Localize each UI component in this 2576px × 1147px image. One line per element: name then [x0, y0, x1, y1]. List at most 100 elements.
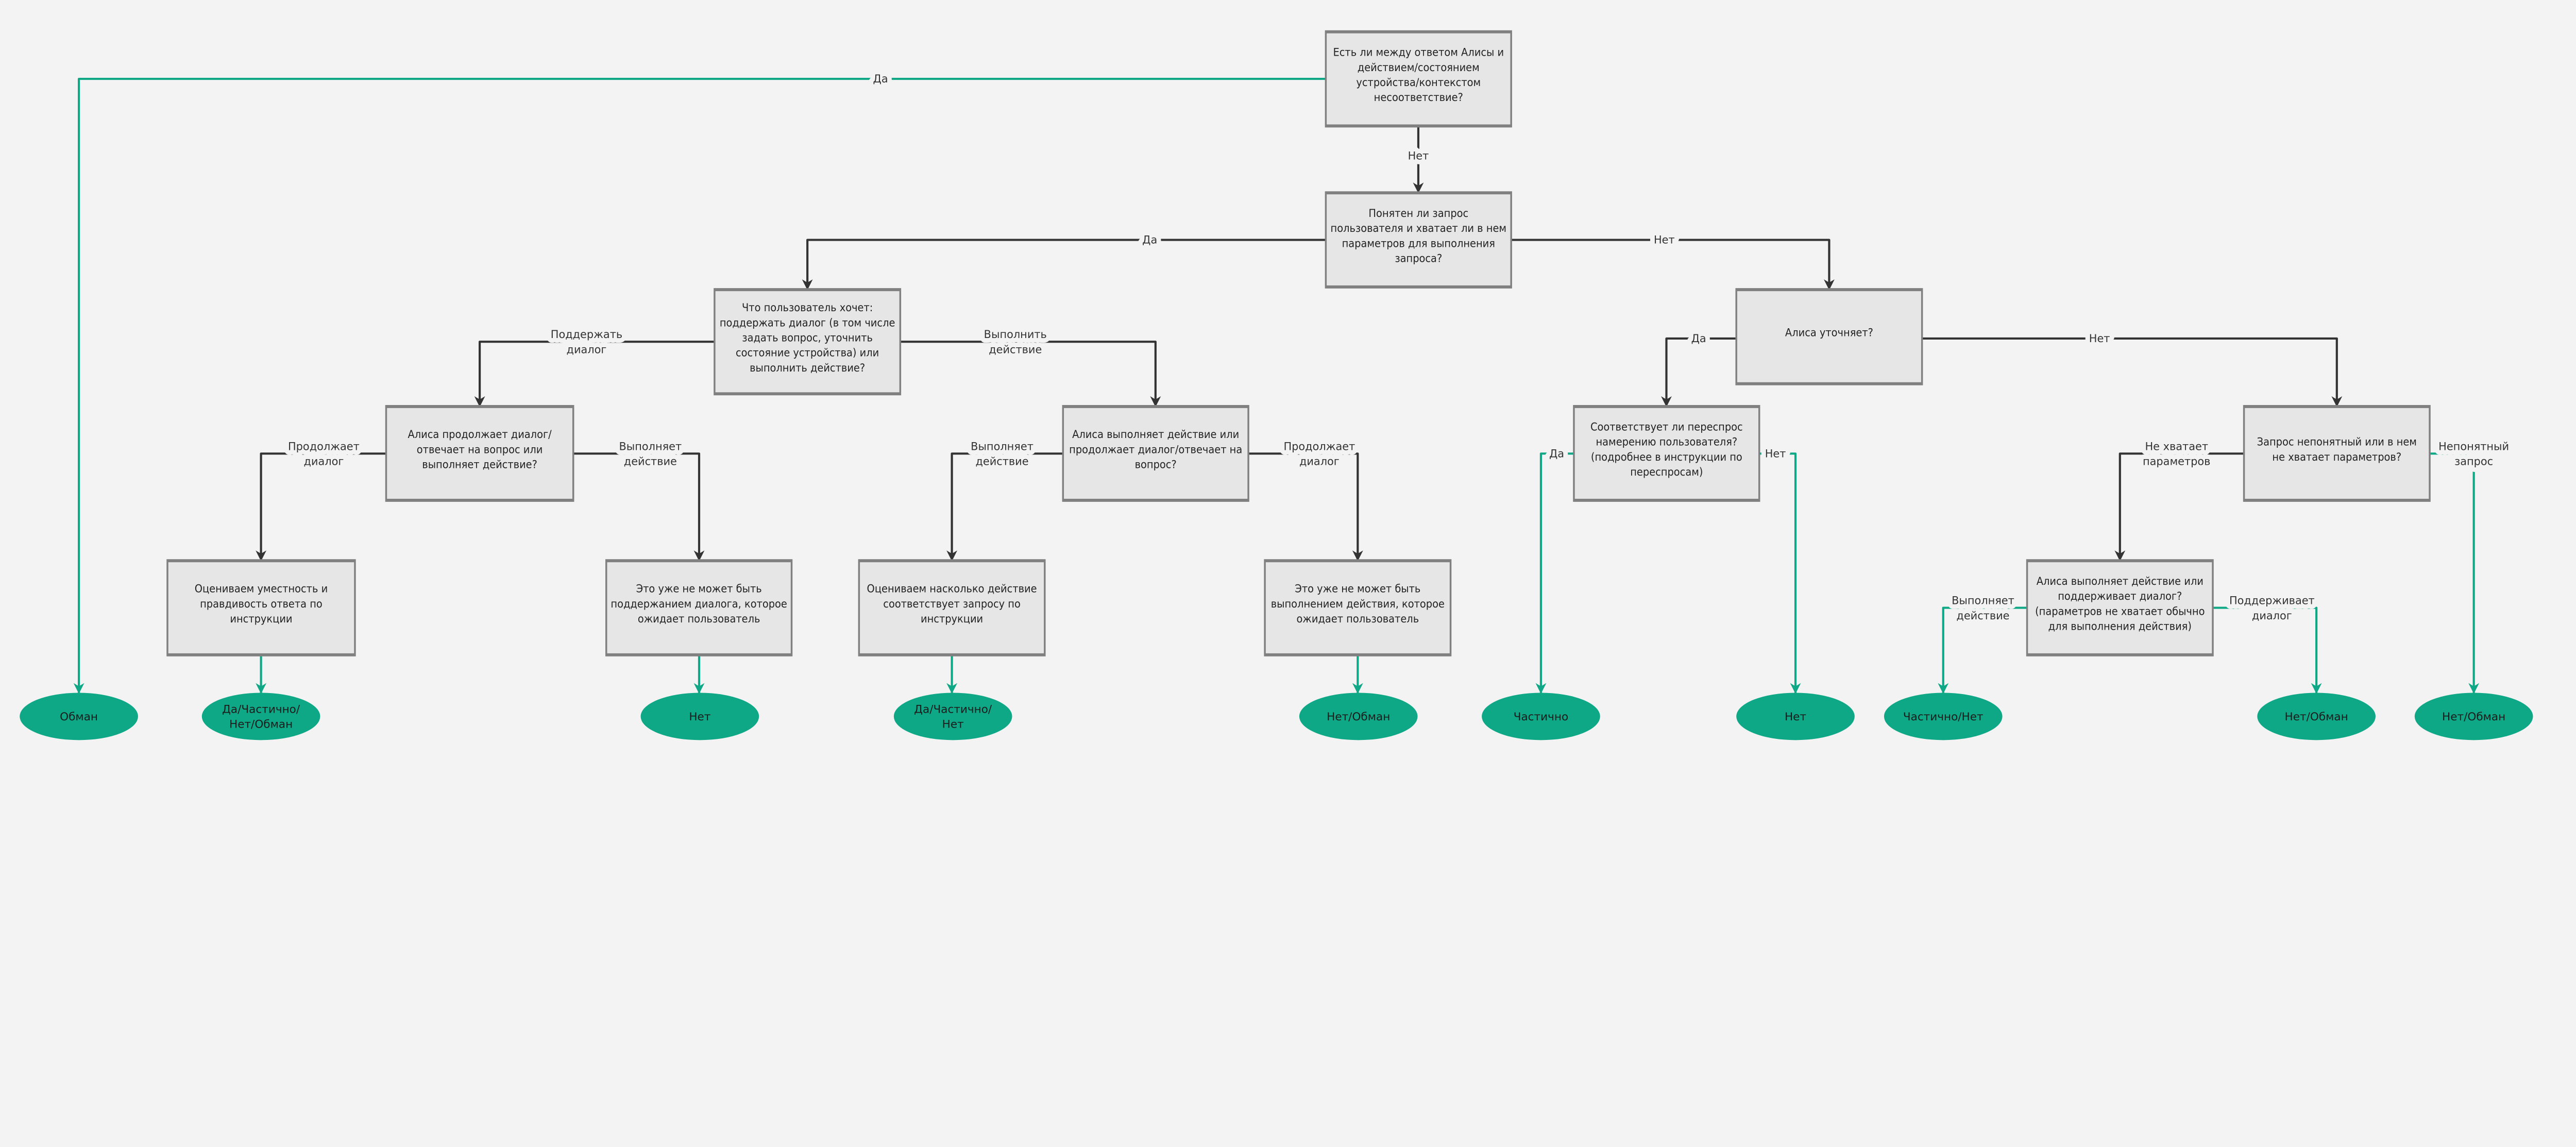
box-bottom-border: [2244, 498, 2430, 502]
outcome-oval: [1482, 693, 1600, 740]
box-text-line: Это уже не может быть: [1295, 583, 1420, 596]
decision-box-L[interactable]: Это уже не может быть выполнением действи…: [1264, 559, 1452, 656]
box-text-line: поддержанием диалога, которое: [611, 598, 787, 611]
connector-H-to-M: [2114, 452, 2244, 562]
box-text-line: продолжает диалог/отвечает на: [1069, 443, 1242, 456]
box-text: Оцениваем насколько действие соответствуе…: [867, 583, 1037, 626]
decision-box-G[interactable]: Соответствует ли переспрос намерению поль…: [1573, 405, 1760, 502]
connector-M-to-o8: [1938, 606, 2027, 694]
box-top-border: [1063, 405, 1249, 408]
box-text-line: ожидает пользователь: [1297, 613, 1419, 626]
outcome-label-line: Нет/Обман: [2285, 711, 2348, 723]
box-text-line: вопрос?: [1135, 458, 1177, 471]
box-bottom-border: [167, 653, 355, 656]
outcome-label: Нет: [1785, 711, 1806, 723]
connector-label-line: Нет: [1408, 150, 1429, 162]
box-text-line: Оцениваем насколько действие: [867, 583, 1037, 596]
box-text-line: соответствует запросу по: [883, 598, 1021, 611]
connector-label-line: диалог: [567, 343, 607, 356]
outcome-label-line: Да/Частично/: [914, 703, 992, 716]
box-shape: [1325, 30, 1512, 128]
connector-G-to-o7: [1759, 452, 1801, 694]
box-shape: [2243, 405, 2431, 502]
connector-label-line: диалог: [2252, 610, 2292, 622]
box-top-border: [1736, 288, 1922, 292]
connector-label-line: Нет: [1765, 447, 1786, 460]
box-text: Что пользователь хочет:поддержать диалог…: [720, 301, 895, 375]
box-shape: [1573, 405, 1760, 502]
box-text-line: запроса?: [1395, 252, 1442, 265]
outcome-oval: [2414, 693, 2533, 740]
outcome-label: Частично: [1514, 711, 1568, 723]
outcome-oval: [1884, 693, 2003, 740]
box-top-border: [2027, 559, 2213, 563]
outcome-o3: Нет: [640, 693, 759, 740]
box-top-border: [859, 559, 1045, 563]
box-text: Алиса уточняет?: [1785, 327, 1873, 340]
box-text-line: не хватает параметров?: [2272, 451, 2401, 464]
connector-label: Нет: [1654, 234, 1675, 246]
box-text: Запрос непонятный или в нем не хватает па…: [2257, 436, 2417, 464]
box-text-line: пользователя и хватает ли в нем: [1331, 222, 1507, 235]
box-text-line: намерению пользователя?: [1596, 436, 1737, 449]
decision-box-H[interactable]: Запрос непонятный или в нем не хватает па…: [2243, 405, 2431, 502]
box-top-border: [1573, 405, 1759, 408]
outcome-ovals: ОбманДа/Частично/Нет/ОбманНетДа/Частично…: [20, 693, 2533, 740]
box-text-line: задать вопрос, уточнить: [742, 331, 873, 344]
box-text-line: Алиса уточняет?: [1785, 327, 1873, 340]
box-bottom-border: [714, 392, 901, 395]
box-bottom-border: [1265, 653, 1451, 656]
box-text: Соответствует ли переспрос намерению поль…: [1590, 420, 1743, 479]
outcome-label: Частично/Нет: [1903, 711, 1984, 723]
outcome-o1: Обман: [20, 693, 138, 740]
outcome-label: Да/Частично/Нет: [914, 703, 992, 731]
connector-label-line: Не хватает: [2145, 440, 2208, 452]
outcome-label-line: Да/Частично/: [222, 703, 300, 716]
outcome-label-line: Нет/Обман: [229, 718, 293, 731]
box-text-line: переспросам): [1630, 466, 1703, 479]
outcome-label: Нет/Обман: [1327, 711, 1390, 723]
decision-box-F[interactable]: Алиса выполняет действие или продолжает д…: [1062, 405, 1249, 502]
box-top-border: [167, 559, 355, 563]
connector-label-line: действие: [975, 456, 1028, 468]
decision-box-C[interactable]: Что пользователь хочет:поддержать диалог…: [714, 288, 902, 396]
connector-label-line: Да: [1549, 447, 1564, 460]
outcome-o2: Да/Частично/Нет/Обман: [201, 693, 320, 740]
box-shape: [166, 559, 356, 656]
decision-box-E[interactable]: Алиса продолжает диалог/отвечает на вопр…: [385, 405, 574, 502]
outcome-oval: [2257, 693, 2376, 740]
connector-C-to-E: [474, 341, 715, 407]
box-shape: [1735, 288, 1923, 385]
box-text: Это уже не может быть выполнением действи…: [1271, 583, 1445, 626]
connector-H-to-o10: [2430, 452, 2480, 694]
box-text-line: Запрос непонятный или в нем: [2257, 436, 2417, 449]
box-shape: [714, 288, 902, 396]
connector-label-line: диалог: [303, 456, 344, 468]
box-text-line: Соответствует ли переспрос: [1590, 420, 1743, 433]
box-text-line: выполнением действия, которое: [1271, 598, 1445, 611]
outcome-label-line: Нет: [942, 718, 964, 731]
connector-B-to-D: [1511, 239, 1835, 290]
connector-F-to-L: [1248, 452, 1363, 562]
box-text-line: Алиса выполняет действие или: [1072, 428, 1239, 441]
box-text: Алиса выполняет действие или продолжает д…: [1069, 428, 1242, 471]
connector-E-to-I: [256, 452, 386, 562]
outcome-label: Обман: [60, 711, 98, 723]
outcome-oval: [893, 693, 1012, 740]
decision-box-D[interactable]: Алиса уточняет?: [1735, 288, 1923, 385]
decision-box-K[interactable]: Оцениваем насколько действие соответствуе…: [858, 559, 1046, 656]
box-text-line: несоответствие?: [1374, 91, 1463, 104]
outcome-label: Нет/Обман: [2442, 711, 2505, 723]
box-text-line: устройства/контекстом: [1356, 76, 1481, 89]
connector-G-to-o6: [1535, 452, 1574, 694]
connector-label: Нет: [2089, 332, 2110, 345]
connector-label: Нет: [1408, 150, 1429, 162]
